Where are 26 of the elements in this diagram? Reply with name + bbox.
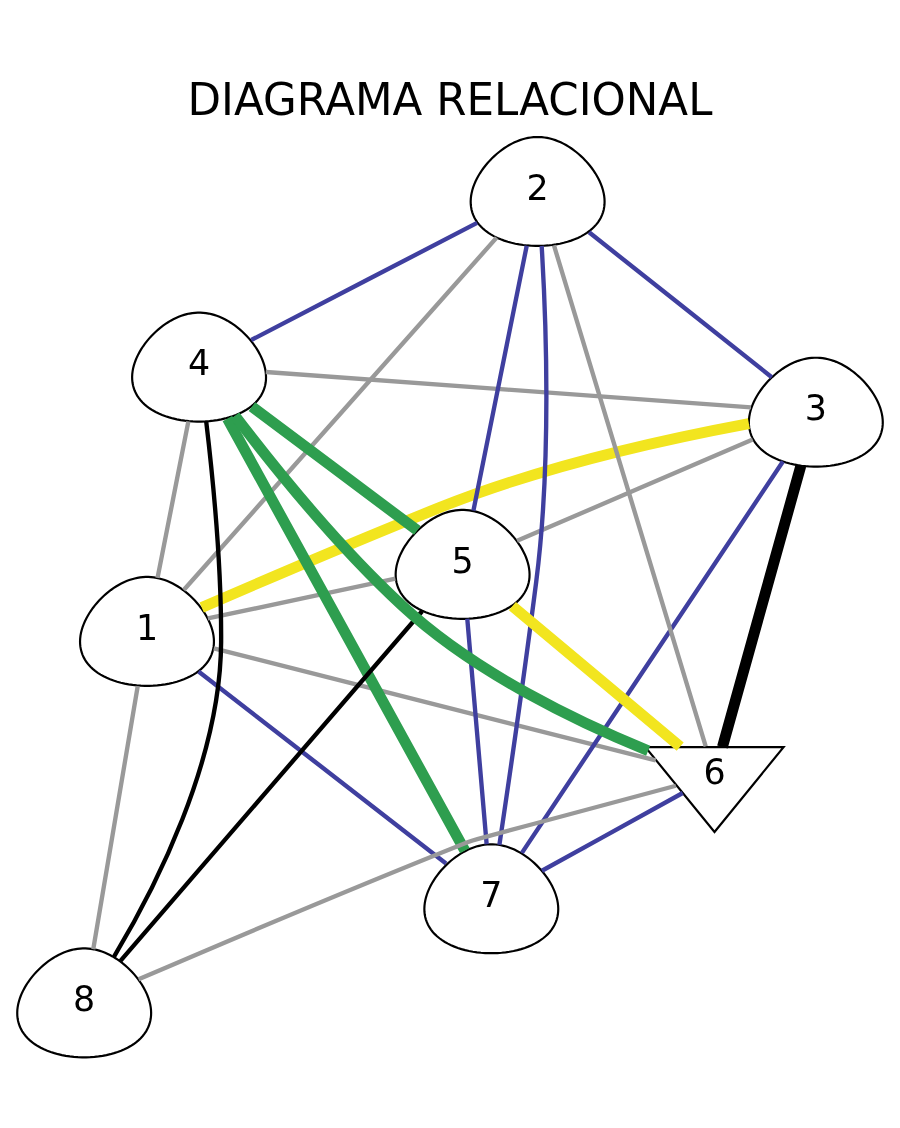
connector (118, 609, 424, 962)
connector (137, 783, 677, 981)
connector (155, 420, 191, 578)
connector (250, 220, 479, 342)
connector (508, 601, 684, 751)
connector (551, 244, 708, 747)
connector (497, 245, 549, 845)
connector (222, 415, 470, 853)
connector (199, 417, 750, 612)
connector (112, 421, 224, 958)
connector (587, 230, 774, 379)
connector (182, 235, 499, 591)
connector (717, 463, 807, 748)
connector (465, 618, 489, 844)
connector (516, 436, 754, 543)
connector (207, 576, 396, 621)
connector (213, 645, 657, 763)
diagram-title: DIAGRAMA RELACIONAL (187, 74, 713, 125)
connector (265, 369, 752, 410)
connector (471, 244, 529, 511)
connector (248, 401, 421, 535)
connector (91, 685, 140, 949)
connector (197, 669, 448, 865)
connector (540, 790, 684, 873)
connector (230, 411, 651, 756)
connector (520, 459, 785, 854)
